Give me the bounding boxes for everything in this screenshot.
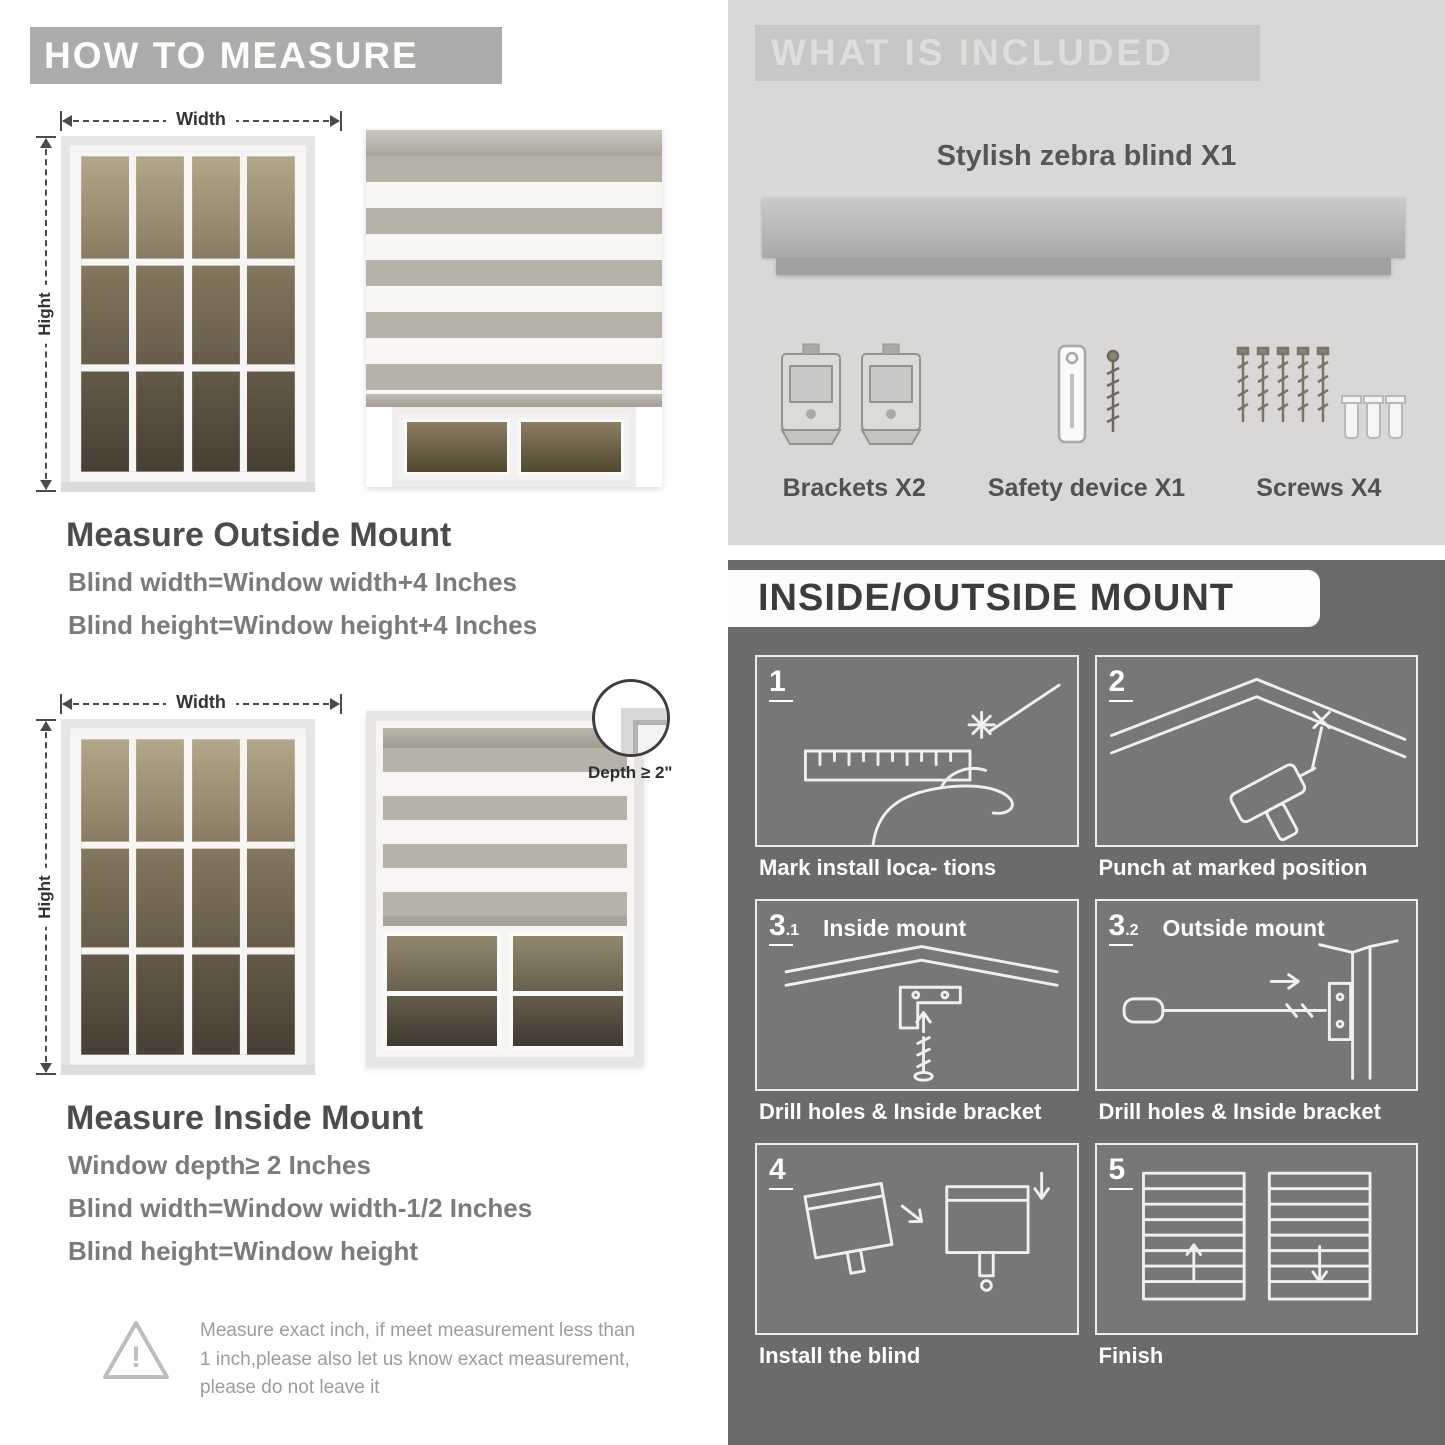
outside-mount-line1: Blind width=Window width+4 Inches [68, 567, 517, 597]
brackets-label: Brackets X2 [782, 474, 926, 502]
inside-bracket-illustration [784, 945, 1059, 1082]
measurement-warning: ! Measure exact inch, if meet measuremen… [100, 1317, 660, 1403]
step-number: 4 [769, 1153, 793, 1190]
step-5-panel: 5 [1094, 1143, 1418, 1335]
height-label: Hight [35, 867, 55, 927]
window-photo-illustration [60, 719, 316, 1075]
step-3-2: 3.2 Outside mount [1094, 899, 1418, 1143]
step-number: 5 [1109, 1153, 1133, 1190]
step-title: Outside mount [1162, 915, 1325, 941]
step-2: 2 [1094, 655, 1418, 899]
safety-device-icon [1058, 344, 1121, 444]
width-label: Width [166, 109, 236, 130]
mount-section-header: INSIDE/OUTSIDE MOUNT [728, 570, 1320, 627]
screws-icon [1236, 346, 1406, 439]
width-arrow: Width [60, 109, 342, 132]
step-4-caption: Install the blind [759, 1343, 921, 1368]
zebra-blind-outside-illustration [366, 130, 662, 487]
blind-bottom-rail [383, 916, 627, 926]
inside-mount-figures: Width Hight [34, 679, 710, 1075]
what-is-included-header: WHAT IS INCLUDED [755, 25, 1260, 81]
mark-location-illustration [803, 683, 1061, 845]
hardware-row: Brackets X2 [738, 318, 1435, 503]
step-5: 5 [1094, 1143, 1418, 1387]
step-3-1-panel: 3.1 Inside mount [755, 899, 1079, 1091]
depth-callout-circle [592, 679, 670, 757]
window-measure-figure-inside: Width Hight [34, 692, 342, 1075]
inside-mount-line1: Window depth≥ 2 Inches [68, 1150, 371, 1180]
what-is-included-section: WHAT IS INCLUDED Stylish zebra blind X1 [728, 0, 1445, 545]
width-label: Width [166, 692, 236, 713]
blind-bottom-rail [366, 394, 662, 407]
blind-stripes [383, 748, 627, 916]
warning-text: Measure exact inch, if meet measurement … [200, 1320, 636, 1398]
outside-bracket-illustration [1122, 939, 1399, 1080]
safety-device-label: Safety device X1 [987, 474, 1186, 502]
width-arrow: Width [60, 692, 342, 715]
brackets-item: Brackets X2 [738, 318, 970, 503]
step-3-1-caption: Drill holes & Inside bracket [759, 1099, 1042, 1124]
step-number: 1 [769, 665, 793, 702]
screws-item: Screws X4 [1203, 318, 1435, 503]
step-title: Inside mount [823, 915, 967, 941]
blind-stripes [366, 156, 662, 394]
inside-mount-title: Measure Inside Mount [66, 1099, 424, 1137]
step-4-panel: 4 [755, 1143, 1079, 1335]
outside-mount-title: Measure Outside Mount [66, 516, 452, 554]
safety-device-item: Safety device X1 [970, 318, 1202, 503]
step-3-1: 3.1 Inside mount [755, 899, 1079, 1143]
window-under-blind [392, 407, 636, 487]
svg-text:!: ! [131, 1341, 141, 1374]
blind-cassette [383, 728, 627, 748]
step-1-panel: 1 [755, 655, 1079, 847]
inside-mount-line2: Blind width=Window width-1/2 Inches [68, 1193, 533, 1223]
blind-headrail-illustration [762, 198, 1405, 258]
outside-mount-line2: Blind height=Window height+4 Inches [68, 610, 538, 640]
step-1: 1 [755, 655, 1079, 899]
install-blind-illustration [803, 1171, 1050, 1292]
height-arrow: Hight [34, 719, 60, 1075]
blind-headrail-lip [776, 258, 1391, 275]
zebra-blind-inside-illustration: Depth ≥ 2" [366, 679, 672, 1067]
product-title: Stylish zebra blind X1 [936, 140, 1237, 172]
brackets-icon [780, 343, 922, 445]
finish-illustration [1141, 1171, 1371, 1301]
outside-mount-figures: Width Hight [34, 109, 710, 492]
mount-instructions-section: INSIDE/OUTSIDE MOUNT 1 [728, 560, 1445, 1445]
step-number: 3.1 [769, 909, 799, 946]
step-2-caption: Punch at marked position [1098, 855, 1368, 880]
height-arrow: Hight [34, 136, 60, 492]
step-4: 4 [755, 1143, 1079, 1387]
screws-label: Screws X4 [1256, 474, 1382, 502]
blind-cassette [366, 130, 662, 156]
warning-triangle-icon: ! [103, 1321, 169, 1379]
step-1-caption: Mark install loca- tions [759, 855, 997, 880]
step-number: 3.2 [1109, 909, 1139, 946]
inside-mount-line3: Blind height=Window height [68, 1236, 418, 1266]
right-column: WHAT IS INCLUDED Stylish zebra blind X1 [728, 0, 1445, 1445]
window-photo-illustration [60, 136, 316, 492]
window-panes [383, 932, 627, 1050]
step-2-panel: 2 [1094, 655, 1418, 847]
step-3-2-panel: 3.2 Outside mount [1094, 899, 1418, 1091]
how-to-measure-header: HOW TO MEASURE [30, 27, 502, 84]
steps-grid: 1 [755, 655, 1418, 1387]
height-label: Hight [35, 284, 55, 344]
step-3-2-caption: Drill holes & Inside bracket [1098, 1099, 1381, 1124]
step-5-caption: Finish [1098, 1343, 1164, 1368]
window-measure-figure-outside: Width Hight [34, 109, 342, 492]
drill-punch-illustration [1109, 677, 1406, 842]
how-to-measure-section: HOW TO MEASURE Width Hight [0, 0, 710, 1445]
step-number: 2 [1109, 665, 1133, 702]
depth-label: Depth ≥ 2" [588, 763, 673, 782]
